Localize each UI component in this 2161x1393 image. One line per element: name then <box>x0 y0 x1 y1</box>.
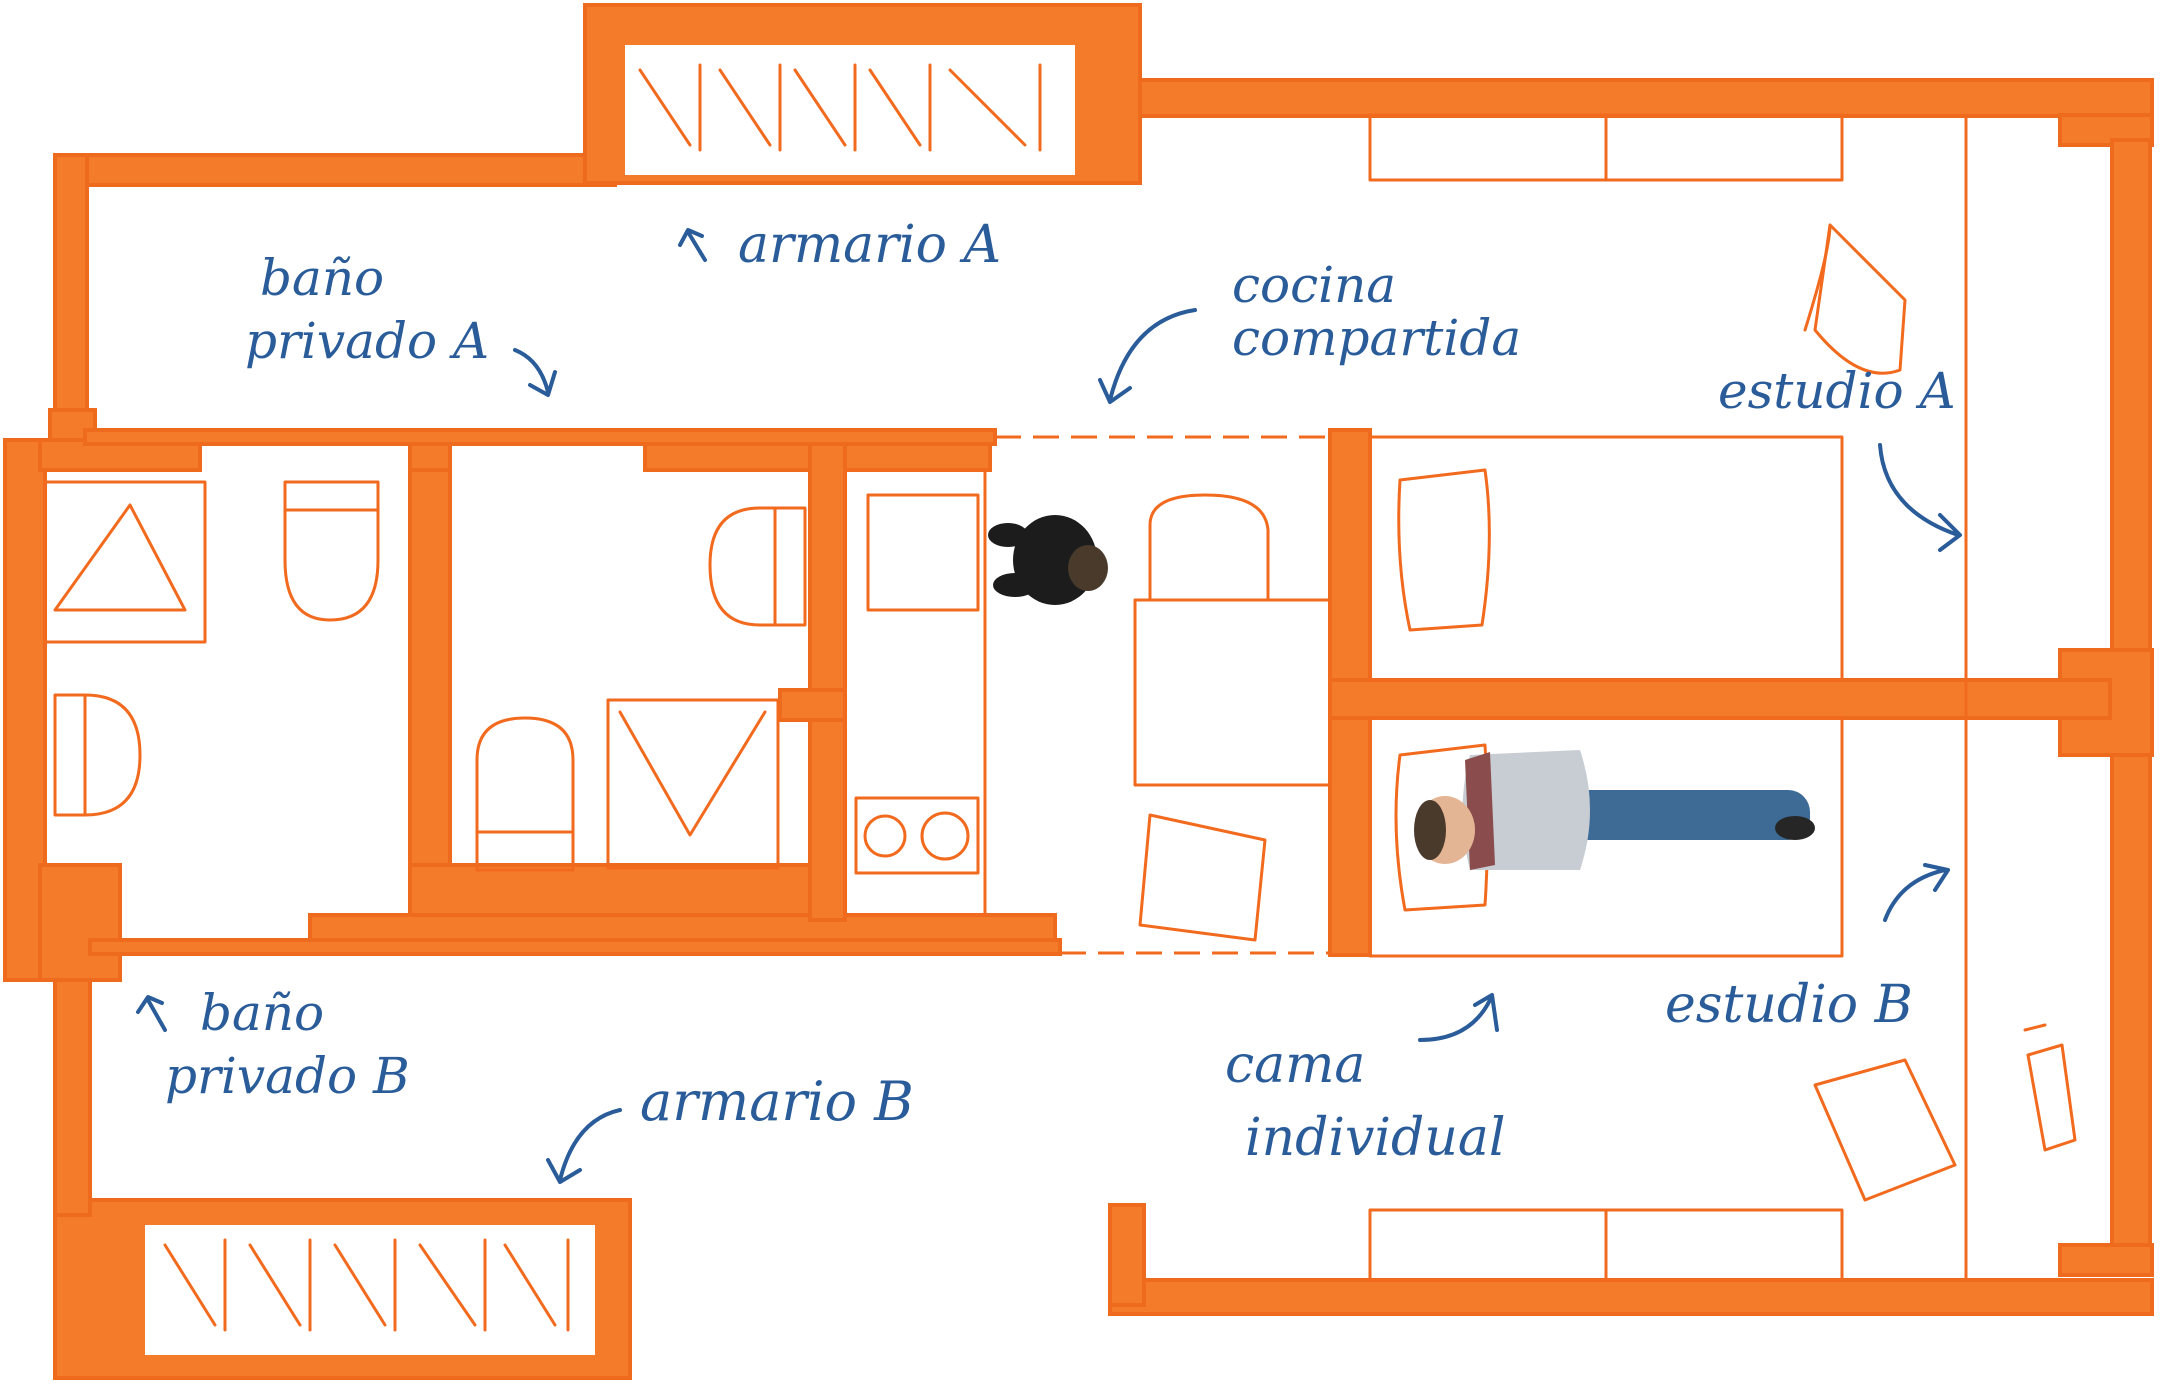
arrow-estudio-b-icon <box>1883 863 1950 922</box>
label-cocina-line2: compartida <box>1232 309 1521 367</box>
label-bano-b-line2: privado B <box>165 1047 410 1105</box>
closet-b-interior <box>145 1225 595 1355</box>
wall-right-bottom-post <box>2058 1243 2154 1277</box>
arrow-estudio-a-icon <box>1878 443 1962 552</box>
wall-top-right <box>1138 78 2154 118</box>
wall-left-column <box>38 863 122 982</box>
arrow-bano-a-icon <box>513 348 557 397</box>
wall-bottom-step <box>1108 1203 1146 1307</box>
label-bano-b-line1: baño <box>200 984 324 1042</box>
label-estudio-b: estudio B <box>1665 975 1913 1035</box>
annotation-arrows <box>136 228 1962 1184</box>
wall-bedroom-mid <box>1328 678 2112 720</box>
label-cama-line1: cama <box>1225 1035 1365 1095</box>
arrow-armario-a-icon <box>678 228 707 262</box>
wall-top-left <box>53 153 617 187</box>
label-cocina-line1: cocina <box>1232 256 1396 314</box>
dining-table <box>1133 493 1332 942</box>
person-lying-icon <box>1414 750 1815 870</box>
label-bano-a-line2: privado A <box>245 312 489 370</box>
wall-bath-bottom <box>408 863 842 917</box>
label-bano-a-line1: baño <box>260 249 384 307</box>
label-cama-line2: individual <box>1245 1108 1505 1168</box>
arrow-armario-b-icon <box>546 1108 622 1184</box>
arrow-cama-icon <box>1418 993 1499 1042</box>
wall-left-lower <box>53 958 92 1217</box>
arrow-cocina-icon <box>1098 308 1197 404</box>
kitchen-fixtures <box>843 468 987 917</box>
wall-top-left-stub <box>53 153 89 427</box>
wall-kitchen-divider <box>808 438 847 922</box>
bathroom-b-fixtures <box>475 506 807 872</box>
bedroom-a <box>1368 113 1968 1282</box>
bedroom-b <box>1368 716 2077 1282</box>
person-standing-icon <box>988 515 1108 605</box>
wall-bottom-right <box>1108 1278 2154 1316</box>
label-armario-a: armario A <box>738 215 1001 275</box>
closet-b <box>145 1225 595 1355</box>
labels: armario A baño privado A cocina comparti… <box>165 215 1956 1168</box>
wall-top-mid <box>83 428 997 446</box>
label-estudio-a: estudio A <box>1718 362 1956 420</box>
wall-bath-divider <box>408 438 452 882</box>
closet-a-interior <box>625 45 1075 175</box>
closet-a <box>625 45 1075 175</box>
arrow-bano-b-icon <box>136 995 167 1032</box>
label-armario-b: armario B <box>640 1070 914 1133</box>
wall-mid-bottom <box>88 938 1062 956</box>
walls <box>3 3 2154 1380</box>
wall-kitchen-stub <box>778 688 847 722</box>
bathroom-a-fixtures <box>43 480 380 817</box>
